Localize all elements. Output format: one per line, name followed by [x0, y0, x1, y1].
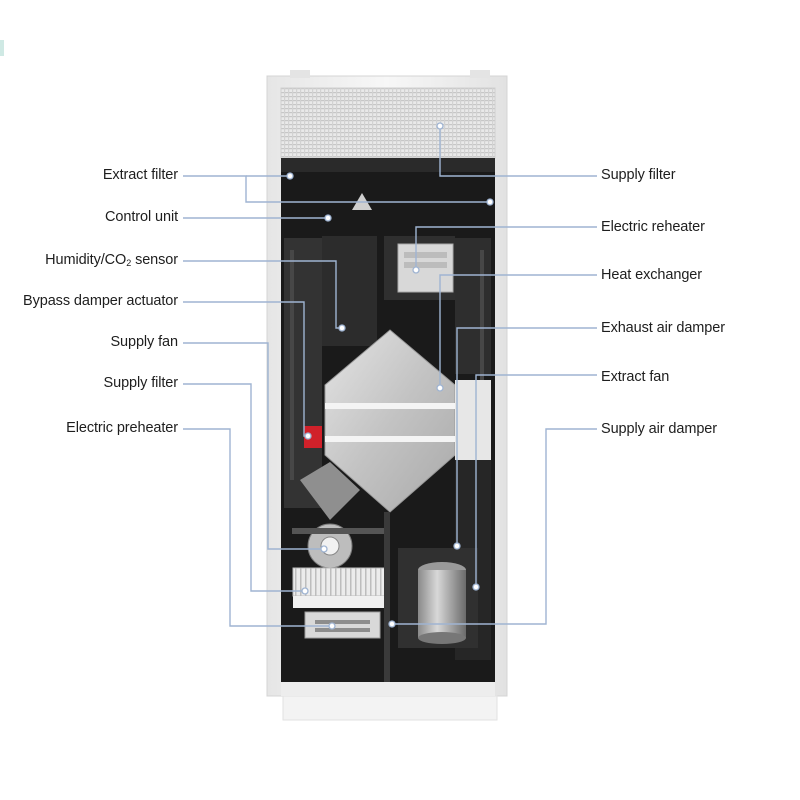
- dot-extract-fan: [473, 584, 479, 590]
- label-humidity-suffix: sensor: [131, 252, 178, 268]
- dot-extract-filter-a: [287, 173, 293, 179]
- cabinet: [267, 70, 507, 720]
- dot-electric-preheater: [329, 623, 335, 629]
- dot-control-unit: [325, 215, 331, 221]
- label-heat-exchanger: Heat exchanger: [601, 266, 702, 284]
- label-humidity-prefix: Humidity/CO: [45, 252, 126, 268]
- dot-heat-exchanger: [437, 385, 443, 391]
- label-exhaust-air-damper: Exhaust air damper: [601, 319, 725, 337]
- label-supply-filter-right: Supply filter: [601, 166, 675, 184]
- dot-exhaust-air-damper: [454, 543, 460, 549]
- dot-supply-fan: [321, 546, 327, 552]
- dot-bypass-actuator: [305, 433, 311, 439]
- label-extract-fan: Extract fan: [601, 368, 669, 386]
- label-supply-fan: Supply fan: [110, 333, 178, 351]
- label-humidity-co2-sensor: Humidity/CO2 sensor: [45, 251, 178, 272]
- electric-preheater: [305, 612, 380, 638]
- dot-extract-filter-b: [487, 199, 493, 205]
- dot-supply-filter-left: [302, 588, 308, 594]
- label-supply-filter-left: Supply filter: [104, 374, 178, 392]
- label-bypass-damper-actuator: Bypass damper actuator: [23, 292, 178, 310]
- top-grille: [281, 88, 495, 158]
- label-control-unit: Control unit: [105, 208, 178, 226]
- dot-electric-reheater: [413, 267, 419, 273]
- dot-supply-air-damper: [389, 621, 395, 627]
- label-supply-air-damper: Supply air damper: [601, 420, 717, 438]
- label-electric-preheater: Electric preheater: [66, 419, 178, 437]
- dot-humidity-sensor: [339, 325, 345, 331]
- label-extract-filter: Extract filter: [103, 166, 178, 184]
- label-electric-reheater: Electric reheater: [601, 218, 705, 236]
- dot-supply-filter-right: [437, 123, 443, 129]
